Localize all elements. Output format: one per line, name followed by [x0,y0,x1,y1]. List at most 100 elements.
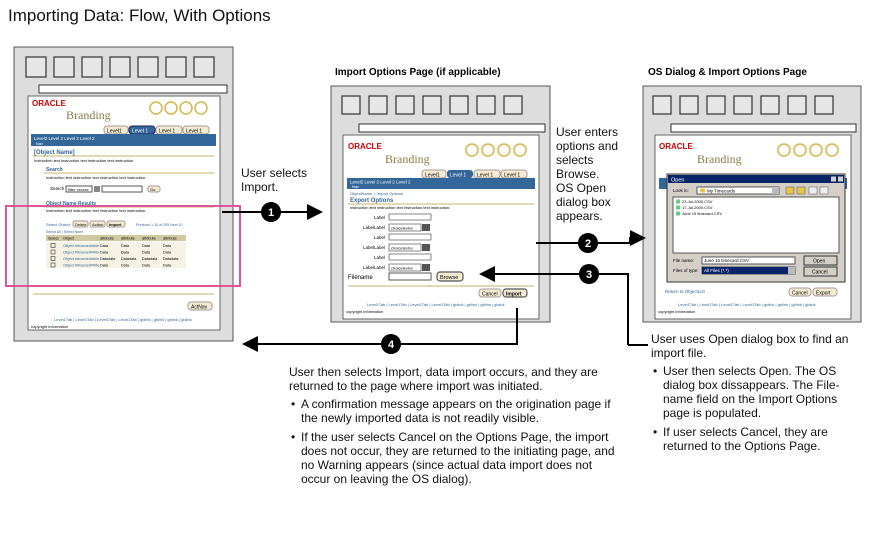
search-header: Search [46,167,63,173]
row-cell: Data [100,251,109,255]
row-cell: Data [163,264,172,268]
col-header: Select [48,237,59,241]
screen-origin: ORACLE Branding Level1 Level 1 Level 1 L… [5,46,241,342]
object-name: [Object Name] [34,150,75,156]
annotation-user-enters-options: User enters options and selects Browse. … [556,125,619,223]
import-options-title: Import Options Page (if applicable) [335,67,501,78]
field-label: Label [374,215,385,220]
row-cell: Data [100,244,109,248]
level1-tabs: Level1 Level 1 Level 1 Level 1 [103,125,210,135]
row-object: Object ##name####e [63,251,99,255]
row-cell: Datadata [100,257,116,261]
row-object: Object ##name####e [63,264,99,268]
highlight-frame [5,205,241,287]
delete-button: Delete [75,222,87,227]
dialog-title: Open [671,178,684,184]
level2-bar [31,134,216,146]
filename-field [388,272,432,281]
file-type-value: All Files (*.*) [704,268,729,273]
row-object: Object ##name####e [63,244,99,248]
tab-3: Level 1 [159,129,175,135]
actbut-button: Actbut [92,222,104,227]
branding: Branding [66,108,111,122]
oracle-logo: ORACLE [32,99,66,108]
annotation-open-dialog: User uses Open dialog box to find an imp… [651,332,863,458]
file-item: 17-Jul-2000.CSV [682,205,713,210]
export-button: Export [816,291,831,297]
results-instruction: Instruction text instruction text instru… [46,208,146,213]
file-name-label: File name: [673,258,694,263]
tab-2: Level 1 [450,173,466,179]
arrow-step-3 [479,266,629,345]
level2-tabs: Level2 Level 2 Level 2 Level 2 [34,136,95,141]
field-label: Label [374,255,385,260]
breadcrumb: ObjectName > Import Options [350,191,403,196]
oracle-logo: ORACLE [348,142,382,151]
tab-3: Level 1 [477,173,493,179]
col-header: Object [63,237,75,241]
file-type-label: Files of type: [673,268,699,273]
arrow-step-4 [242,308,518,352]
export-options-header: Export Options [350,198,394,204]
instruction-text: Instruction text instruction text instru… [34,158,134,163]
open-bullet: If user selects Cancel, they are returne… [653,425,843,453]
tab-2: Level 1 [132,129,148,135]
final-bullet: A confirmation message appears on the or… [291,397,615,425]
footer-links: Level1Tab | Level1Tab | Level1Tab | Leve… [367,302,505,307]
annotation-user-selects-import: User selects Import. [241,166,308,194]
look-in-label: Look in: [673,188,689,193]
field-label: LabelLabel [363,245,385,250]
final-bullet: If the user selects Cancel on the Option… [291,430,615,486]
step-2: 2 [585,238,591,250]
step-3: 3 [586,269,592,281]
oracle-logo: ORACLE [659,142,693,151]
open-dialog: Open Look in: My Timecards 23-Jul-2000.C… [666,173,846,283]
tab-1: Level1 [425,173,440,179]
final-text: User then selects Import, data import oc… [289,365,598,393]
cancel-button: Cancel [482,292,498,298]
row-cell: Datadata [163,257,179,261]
file-item: 23-Jul-2000.CSV [682,199,713,204]
row-cell: Data [142,244,151,248]
search-label: Search [50,186,65,191]
instruction-text: Instruction text instruction text instru… [350,205,450,210]
row-cell: Datadata [142,257,158,261]
open-dialog-text: User uses Open dialog box to find an imp… [651,332,849,360]
step-4: 4 [388,339,395,351]
step-markers: 1 2 3 4 [261,202,599,354]
search-text-field [101,185,143,193]
dialog-cancel-button: Cancel [812,270,828,276]
dropdown-value: choicetextxx [391,246,413,251]
screen-import-options: ORACLE Branding Level1 Level 1 Level 1 L… [330,85,551,323]
col-header: attribute [142,237,156,241]
actnav-button: ActNav [191,305,208,311]
return-link: Return to ObjectList [665,289,706,294]
dropdown-value: choicetextxx [391,226,413,231]
dropdown-value: choicetextxx [391,266,413,271]
sub-nav: Nav [36,141,43,146]
copyright: copyright information [658,309,695,314]
tab-4: Level 1 [504,173,520,179]
row-cell: Data [121,264,130,268]
results-table: Select Object attribute attribute attrib… [46,235,186,268]
open-button: Open [813,259,825,265]
sub-nav: Nav [352,184,359,189]
footer-links: Level1Tab | Level1Tab | Level1Tab | Leve… [54,317,192,322]
level2-tabs: Level2 Level 2 Level 2 Level 2 [350,180,411,185]
file-item: June 15 timecard.CSV [682,211,722,216]
results-header: Object Name Results [46,201,96,207]
file-name-value: June 15 timecard.CSV [704,258,749,263]
search-value: filter xxxxxx [68,187,89,192]
filename-label: Filename [348,275,373,281]
row-cell: Data [121,244,130,248]
select-all-none: Select All | Select None [46,230,83,234]
row-cell: Data [142,264,151,268]
open-bullet: User then selects Open. The OS dialog bo… [653,364,843,420]
screen-os-dialog: ORACLE Branding Open Look in: My Timecar… [642,85,862,323]
copyright: copyright information [346,309,383,314]
field-label: Label [374,235,385,240]
look-in-value: My Timecards [707,189,736,194]
annotation-final: User then selects Import, data import oc… [289,365,615,491]
import-button: Import [506,292,522,298]
address-bar [38,84,228,94]
